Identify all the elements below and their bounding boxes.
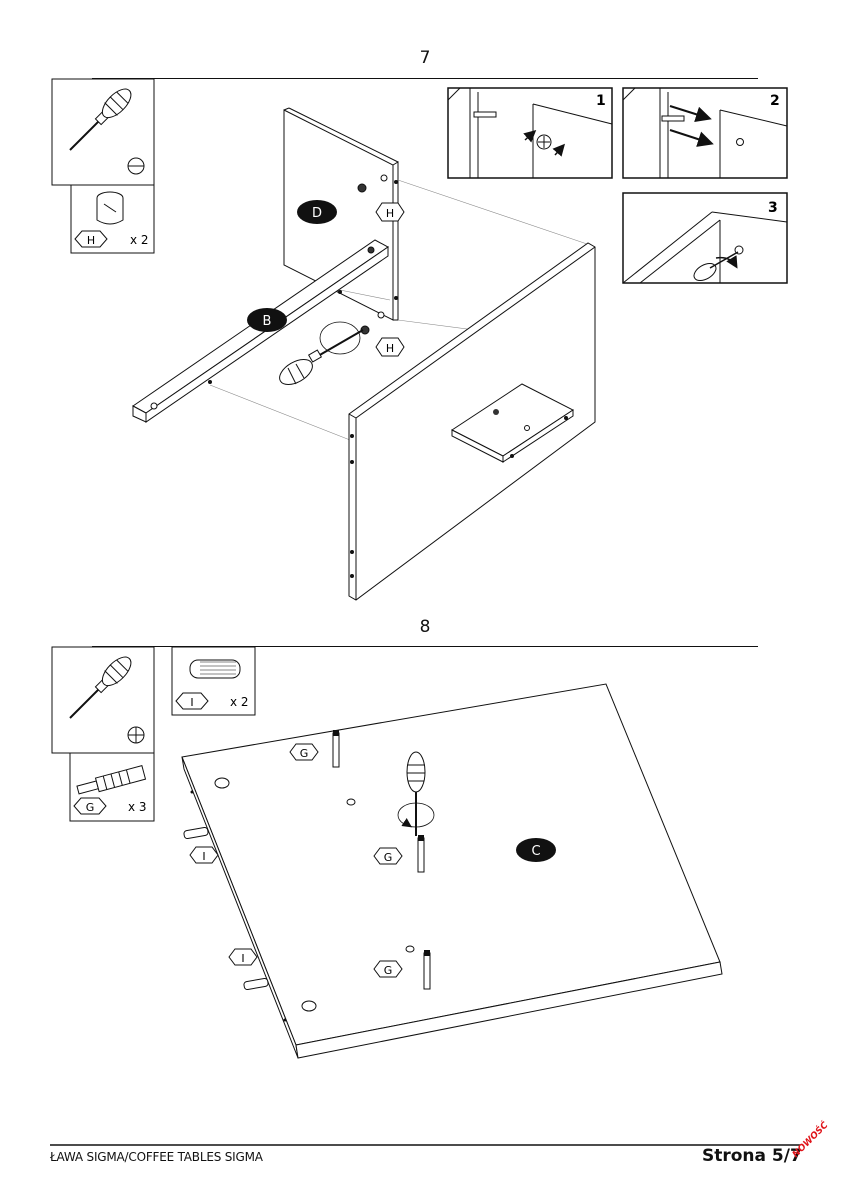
svg-text:H: H <box>386 207 394 220</box>
bolt-g-2 <box>417 835 425 873</box>
detail-2-number: 2 <box>770 93 780 109</box>
panel-b-letter: B <box>263 314 272 329</box>
connector-bolt-icon <box>76 765 147 795</box>
svg-text:H: H <box>386 342 394 355</box>
part-g-box: G x 3 <box>69 752 155 822</box>
bolt-g-1 <box>332 730 340 768</box>
callout-g-2: G <box>373 847 403 865</box>
screwdriver-vertical-icon <box>397 751 435 836</box>
callout-h-bottom: H <box>375 337 405 357</box>
cam-lock-icon <box>96 191 124 225</box>
svg-text:x 3: x 3 <box>128 800 147 814</box>
part-h-qty: x 2 <box>130 233 149 247</box>
svg-text:I: I <box>190 696 193 709</box>
page-number: Strona 5/7 <box>702 1146 802 1166</box>
step-7-tool-box <box>51 78 155 186</box>
callout-h-top: H <box>375 202 405 222</box>
shelf-panel <box>451 383 574 463</box>
svg-text:G: G <box>300 747 309 760</box>
detail-box-1: 1 <box>447 87 613 179</box>
svg-text:I: I <box>202 850 205 863</box>
svg-text:C: C <box>531 844 540 859</box>
dowel-icon <box>189 659 241 679</box>
callout-g-1: G <box>289 743 319 761</box>
detail-box-3: 3 <box>622 192 788 284</box>
screwdriver-flat-icon <box>69 88 132 151</box>
panel-c-badge: C <box>516 838 556 862</box>
callout-i-2: I <box>228 948 258 966</box>
callout-g-3: G <box>373 960 403 978</box>
svg-text:x 2: x 2 <box>230 695 249 709</box>
detail-3-number: 3 <box>768 200 778 216</box>
step-8-number: 8 <box>419 617 431 637</box>
svg-text:G: G <box>384 964 393 977</box>
step-8-tool-box <box>51 646 155 754</box>
dowel-i-1 <box>183 826 209 840</box>
part-i-box: I x 2 <box>171 646 256 716</box>
footer-title: ŁAWA SIGMA/COFFEE TABLES SIGMA <box>50 1150 263 1164</box>
svg-text:I: I <box>241 952 244 965</box>
bolt-g-3 <box>423 950 431 990</box>
step-7-number: 7 <box>419 48 431 68</box>
step-7-divider <box>92 78 758 79</box>
svg-text:G: G <box>384 851 393 864</box>
phillips-head-icon <box>127 726 145 744</box>
step-7-part-box: H x 2 <box>70 184 155 254</box>
step-8-divider <box>92 646 758 647</box>
screwdriver-phillips-icon <box>69 656 132 719</box>
part-h-label: H <box>87 234 95 247</box>
panel-c <box>181 683 723 1059</box>
panel-b-badge: B <box>247 308 287 332</box>
screwdriver-icon <box>279 321 364 385</box>
svg-text:G: G <box>86 801 95 814</box>
panel-d-badge: D <box>297 200 337 224</box>
detail-1-number: 1 <box>596 93 606 109</box>
detail-box-2: 2 <box>622 87 788 179</box>
flat-head-icon <box>127 157 145 175</box>
callout-i-1: I <box>189 846 219 864</box>
panel-d-letter: D <box>312 206 322 221</box>
dowel-i-2 <box>243 977 269 991</box>
